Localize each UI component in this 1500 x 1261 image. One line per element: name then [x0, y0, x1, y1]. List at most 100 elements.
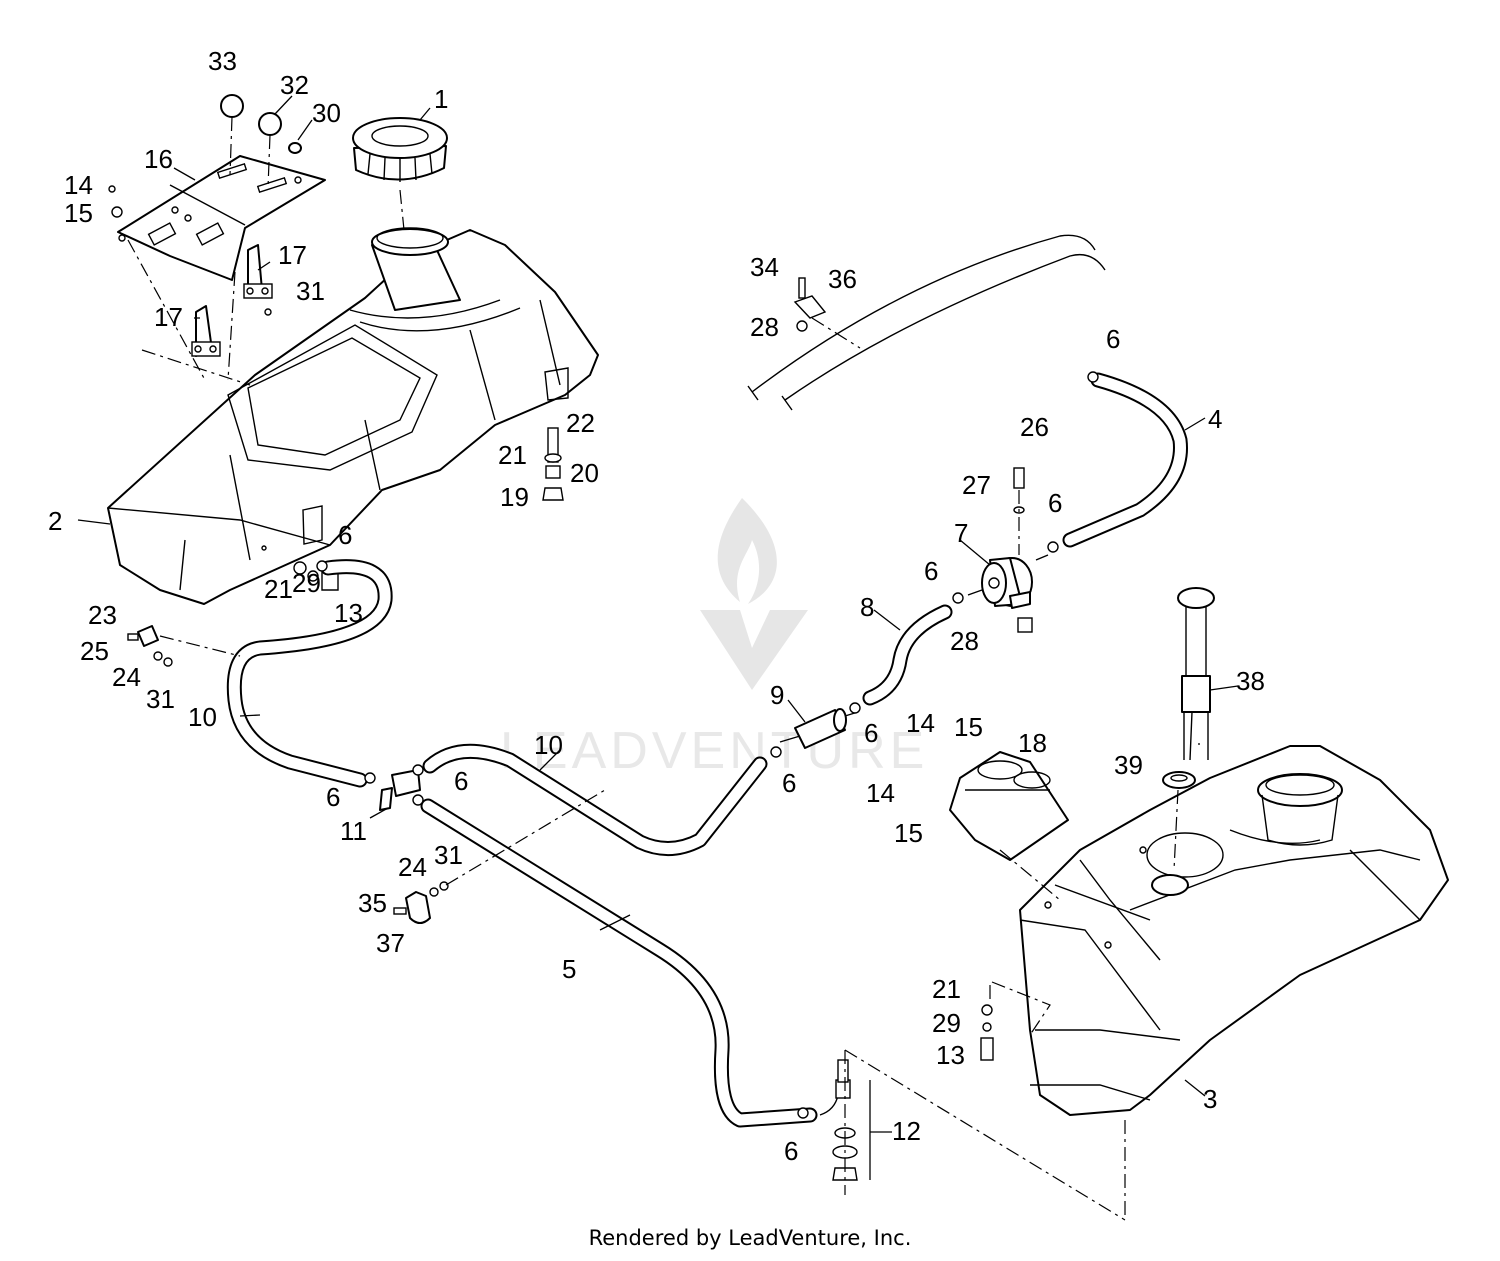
callout-6-i: 6: [784, 1136, 798, 1166]
callout-27: 27: [962, 470, 991, 500]
callout-14-b: 14: [906, 708, 935, 738]
callout-6-g: 6: [326, 782, 340, 812]
callout-12: 12: [892, 1116, 921, 1146]
nut-31-a: [264, 308, 272, 316]
callout-21-b: 21: [264, 574, 293, 604]
watermark-text: LEADVENTURE: [500, 722, 928, 780]
callout-17-b: 17: [154, 302, 183, 332]
callout-34: 34: [750, 252, 779, 282]
clamp-6-e: [770, 746, 782, 758]
callout-17-a: 17: [278, 240, 307, 270]
hose-clip-upper: [127, 625, 241, 667]
callout-28-a: 28: [750, 312, 779, 342]
callout-6-b: 6: [1048, 488, 1062, 518]
fuel-pump: [967, 467, 1049, 633]
callout-15-b: 15: [954, 712, 983, 742]
callout-6-a: 6: [1106, 324, 1120, 354]
callout-39: 39: [1114, 750, 1143, 780]
fuel-sender: [1162, 587, 1215, 871]
tee-fitting: [379, 769, 421, 811]
fuel-tank-left: [107, 227, 599, 605]
fuel-cap: [352, 117, 448, 231]
callout-7: 7: [954, 518, 968, 548]
callout-8: 8: [860, 592, 874, 622]
clamp-6-i: [412, 794, 424, 806]
callout-3: 3: [1203, 1084, 1217, 1114]
callout-6-d: 6: [864, 718, 878, 748]
clamp-6-j: [797, 1107, 809, 1119]
callout-22: 22: [566, 408, 595, 438]
callout-18: 18: [1018, 728, 1047, 758]
callout-4: 4: [1208, 404, 1222, 434]
mount-hardware-right: [542, 427, 564, 501]
callout-33: 33: [208, 46, 237, 76]
knobs: [220, 94, 302, 189]
callout-28-b: 28: [950, 626, 979, 656]
callout-labels: 1 2 3 4 5 6 6 6 6 6 6 6 6 6 7 8 9 10 10 …: [48, 46, 1265, 1166]
clamp-6-b: [1047, 541, 1059, 553]
callout-1: 1: [434, 84, 448, 114]
callout-21-a: 21: [498, 440, 527, 470]
callout-6-h: 6: [454, 766, 468, 796]
watermark-logo: LEADVENTURE: [500, 498, 928, 780]
callout-10-b: 10: [534, 730, 563, 760]
clamp-6-a: [1087, 371, 1099, 383]
footer-credit: Rendered by LeadVenture, Inc.: [588, 1226, 912, 1250]
callout-36: 36: [828, 264, 857, 294]
callout-14-a: 14: [64, 170, 93, 200]
callout-25: 25: [80, 636, 109, 666]
callout-26: 26: [1020, 412, 1049, 442]
fuel-gauge-bracket: [949, 751, 1069, 861]
knob-32: [258, 112, 282, 136]
callout-24-a: 24: [112, 662, 141, 692]
callout-13-b: 13: [936, 1040, 965, 1070]
callout-10-a: 10: [188, 702, 217, 732]
bracket-17-upper: [243, 244, 273, 299]
callout-31-c: 31: [434, 840, 463, 870]
clamp-6-h: [412, 764, 424, 776]
throttle-cables: [747, 234, 1106, 411]
callout-19: 19: [500, 482, 529, 512]
callout-6-e: 6: [782, 768, 796, 798]
callout-6-c: 6: [924, 556, 938, 586]
callout-9: 9: [770, 680, 784, 710]
mount-hardware-right-tank: [980, 981, 1051, 1061]
callout-38: 38: [1236, 666, 1265, 696]
callout-15-a: 15: [64, 198, 93, 228]
callout-2: 2: [48, 506, 62, 536]
callout-11: 11: [340, 816, 367, 846]
hose-clamps: [316, 371, 1099, 1119]
callout-6-f: 6: [338, 520, 352, 550]
bracket-17-lower: [191, 305, 221, 357]
control-plate: [117, 155, 326, 381]
callout-31-b: 31: [146, 684, 175, 714]
callout-13-a: 13: [334, 598, 363, 628]
callout-29-b: 29: [932, 1008, 961, 1038]
callout-leaders: [77, 95, 1239, 1180]
tank-fitting: [819, 1049, 1126, 1221]
callout-23: 23: [88, 600, 117, 630]
callout-35: 35: [358, 888, 387, 918]
knob-30: [288, 142, 302, 154]
callout-29-a: 29: [292, 568, 321, 598]
screw-14-a: [108, 185, 116, 193]
fuel-hoses: [226, 372, 1188, 1128]
callout-5: 5: [562, 954, 576, 984]
callout-15-c: 15: [894, 818, 923, 848]
callout-14-c: 14: [866, 778, 895, 808]
callout-30: 30: [312, 98, 341, 128]
clamp-6-d: [849, 702, 861, 714]
mount-hardware-left: [261, 545, 339, 591]
fuel-tank-right: [1019, 745, 1449, 1116]
clamp-6-c: [952, 592, 964, 604]
washer-15-a: [111, 206, 123, 218]
callout-32: 32: [280, 70, 309, 100]
callout-16: 16: [144, 144, 173, 174]
knob-33: [220, 94, 244, 118]
callout-21-c: 21: [932, 974, 961, 1004]
callout-37: 37: [376, 928, 405, 958]
clamp-6-f: [316, 560, 328, 572]
callout-20: 20: [570, 458, 599, 488]
callout-24-b: 24: [398, 852, 427, 882]
